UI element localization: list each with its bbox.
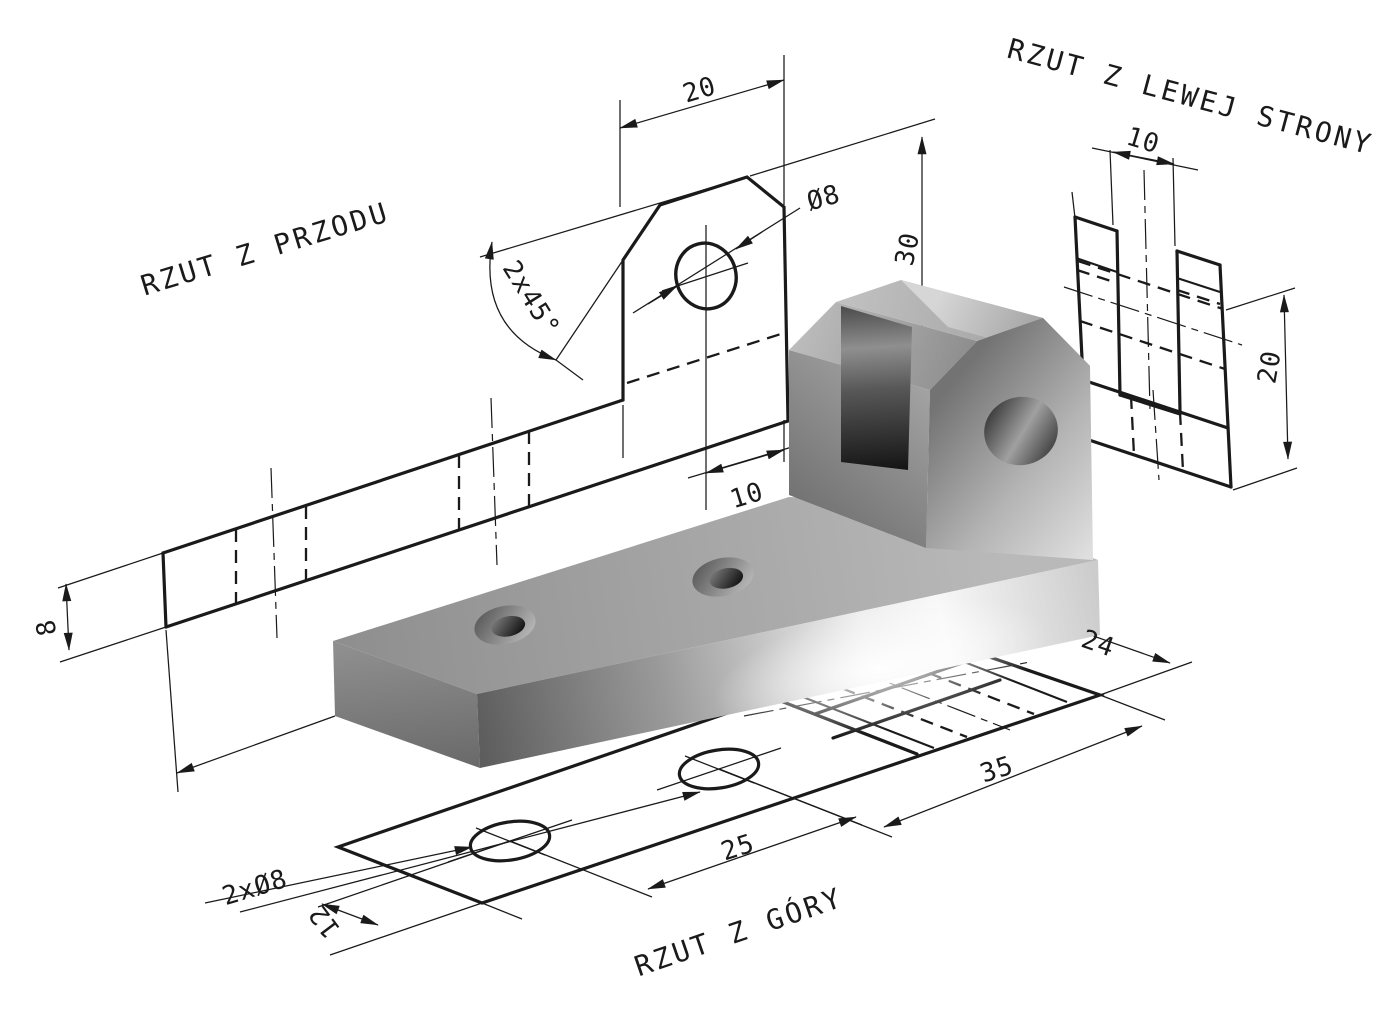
front-hole-leader-arrow1 <box>647 286 677 305</box>
dim-tab-width: 20 <box>679 71 720 109</box>
side-view <box>1063 147 1298 491</box>
side-hole-centerline <box>1063 286 1243 346</box>
side-chamfer-hidden <box>1076 268 1221 306</box>
top-holes-leader1 <box>204 846 473 904</box>
front-dim8-line <box>62 583 73 651</box>
dim-slot-width: 10 <box>1123 122 1164 160</box>
side-dim10-arrows <box>1112 150 1175 166</box>
dim-chamfer: 2x45° <box>496 255 566 342</box>
side-dim20-extlines <box>1225 287 1298 491</box>
side-dim10-extlines <box>1109 149 1176 247</box>
front-dim8-extlines <box>57 552 167 663</box>
front-hole-leader-arrow2 <box>735 231 763 250</box>
top-holes-leader2 <box>239 791 701 913</box>
dim-base-thickness: 8 <box>31 616 64 639</box>
dim-hole-dia: Ø8 <box>804 179 844 217</box>
part-upright-hole <box>984 396 1058 466</box>
top-dim35-line <box>883 725 1143 828</box>
side-right-edge <box>1218 263 1233 489</box>
side-base-top-edge <box>1081 378 1230 430</box>
side-basehole-hidden <box>1129 395 1185 472</box>
front-chamfer-extline1 <box>479 187 711 258</box>
front-dim20-line <box>619 79 785 129</box>
front-dim10-arrows <box>705 449 785 474</box>
front-hole2-centerline <box>490 397 498 566</box>
front-chamfer-extline2 <box>555 259 624 381</box>
front-slot-bottom-hidden <box>626 331 785 385</box>
side-bottom-edge <box>1084 437 1233 489</box>
part-countersink1 <box>474 605 536 645</box>
side-slot-walls <box>1115 229 1182 413</box>
top-view-title: RZUT Z GÓRY <box>630 880 848 983</box>
side-view-title: RZUT Z LEWEJ STRONY <box>1004 32 1377 162</box>
front-hole1-centerline <box>270 467 278 639</box>
side-basehole-centerline <box>1152 389 1160 481</box>
dim-hole-center-height: 20 <box>1252 348 1287 386</box>
top-dim35-extlines <box>718 694 1166 838</box>
top-dim25-line <box>647 816 857 890</box>
front-projector-line <box>176 715 336 774</box>
top-end-edge-ext <box>337 846 523 920</box>
front-dim30-extline <box>749 118 936 177</box>
front-view <box>57 55 936 793</box>
top-hole2 <box>677 747 761 791</box>
side-slot-centerline <box>1143 169 1151 411</box>
top-dim12-line <box>321 903 379 926</box>
part-base-end-face <box>333 641 480 768</box>
front-base-top-edge <box>161 398 625 555</box>
side-chamfer-edges <box>1075 257 1221 293</box>
dim-hole-spacing-25: 25 <box>718 829 759 868</box>
dim-height-30: 30 <box>890 230 926 269</box>
front-chamfer-arc <box>484 241 557 361</box>
side-dim20-line <box>1279 294 1293 460</box>
part-3d <box>333 280 1100 768</box>
top-dim12-extlines <box>317 840 511 956</box>
side-corner-ext <box>1071 191 1076 219</box>
labels: RZUT Z PRZODU RZUT Z LEWEJ STRONY RZUT Z… <box>31 32 1377 983</box>
front-tab-hole <box>674 241 738 311</box>
part-front-highlight <box>713 597 1047 739</box>
front-dim10-extlines <box>622 405 785 462</box>
side-hole-hidden-top <box>1077 259 1224 311</box>
dim-end-span-35: 35 <box>977 751 1018 790</box>
front-view-title: RZUT Z PRZODU <box>137 195 394 302</box>
side-top-edges <box>1073 215 1222 267</box>
front-base-left-edge <box>161 551 168 629</box>
dim-holes-note: 2xØ8 <box>219 864 291 912</box>
front-base-bottom-edge <box>164 419 790 629</box>
front-projector-ext <box>165 629 179 793</box>
side-hole-hidden-bottom <box>1079 319 1226 371</box>
part-upright-slot <box>841 306 912 470</box>
front-tab-outline <box>621 175 790 423</box>
dim-edge-offset-12: 12 <box>303 899 347 944</box>
part-countersink2 <box>692 557 754 597</box>
